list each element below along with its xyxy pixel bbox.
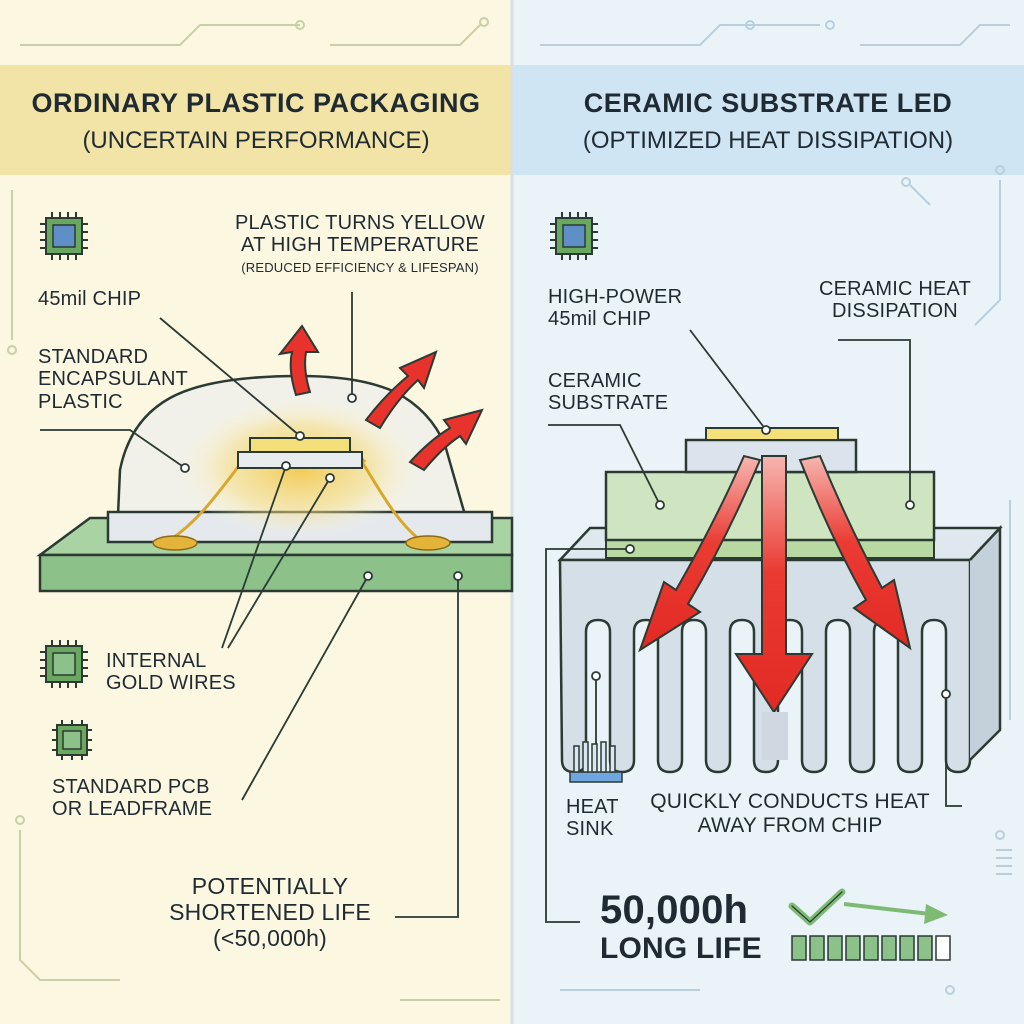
solder-pad-left bbox=[152, 535, 198, 551]
conducts-line1: QUICKLY CONDUCTS HEAT bbox=[650, 790, 930, 813]
left-subtitle: (UNCERTAIN PERFORMANCE) bbox=[82, 127, 430, 154]
heat-trail bbox=[762, 712, 788, 760]
gold-wires-line2: GOLD WIRES bbox=[106, 672, 236, 695]
solder-pad-right bbox=[405, 535, 451, 551]
right-title: CERAMIC SUBSTRATE LED bbox=[583, 88, 953, 118]
chip-icon bbox=[40, 640, 88, 688]
left-life-line2: SHORTENED LIFE bbox=[169, 898, 371, 925]
long-life-label: LONG LIFE bbox=[600, 932, 762, 965]
chip-icon bbox=[40, 212, 88, 260]
left-header: ORDINARY PLASTIC PACKAGING (UNCERTAIN PE… bbox=[0, 88, 512, 155]
encapsulant-line1: STANDARD bbox=[38, 346, 149, 368]
left-chip-label: 45mil CHIP bbox=[38, 288, 142, 310]
left-header-band bbox=[0, 65, 512, 175]
encapsulant-line2: ENCAPSULANT bbox=[38, 368, 189, 391]
left-circuit-traces bbox=[7, 17, 500, 1001]
left-callout-lines bbox=[40, 292, 463, 918]
plastic-yellow-line3: (REDUCED EFFICIENCY & LIFESPAN) bbox=[241, 259, 479, 275]
heat-arrow-icon bbox=[364, 350, 438, 430]
heat-arrow-icon bbox=[277, 324, 320, 397]
right-trace-ticks bbox=[996, 849, 1012, 875]
pcb-label: STANDARD PCB OR LEADFRAME bbox=[52, 776, 212, 821]
ceramic-heat-label: CERAMIC HEAT DISSIPATION bbox=[800, 278, 990, 323]
heat-sink-line1: HEAT bbox=[566, 796, 619, 818]
right-chip-line2: 45mil CHIP bbox=[548, 308, 652, 331]
plastic-yellow-callout: PLASTIC TURNS YELLOW AT HIGH TEMPERATURE… bbox=[215, 212, 505, 275]
encapsulant-label: STANDARD ENCAPSULANT PLASTIC bbox=[38, 346, 188, 413]
right-header-band bbox=[512, 65, 1024, 175]
heat-arrow-icon bbox=[408, 408, 484, 472]
heat-arrow-icon bbox=[798, 454, 912, 651]
right-subtitle: (OPTIMIZED HEAT DISSIPATION) bbox=[582, 127, 954, 154]
heat-sink-icon bbox=[569, 741, 623, 783]
heat-arrow-icon bbox=[638, 454, 762, 653]
ceramic-substrate-label: CERAMIC SUBSTRATE bbox=[548, 370, 668, 415]
left-life-label: POTENTIALLY SHORTENED LIFE (<50,000h) bbox=[150, 873, 390, 951]
ceramic-substrate-line2: SUBSTRATE bbox=[548, 392, 669, 415]
plastic-yellow-line1: PLASTIC TURNS YELLOW bbox=[235, 212, 485, 234]
heat-sink-line2: SINK bbox=[566, 818, 614, 841]
ceramic-substrate-line1: CERAMIC bbox=[548, 370, 642, 392]
encapsulant-line3: PLASTIC bbox=[38, 390, 123, 413]
heat-arrow-icon bbox=[734, 455, 814, 714]
chip-icon bbox=[550, 212, 598, 260]
pcb-line2: OR LEADFRAME bbox=[52, 798, 213, 821]
left-life-line3: (<50,000h) bbox=[213, 924, 327, 951]
left-title: ORDINARY PLASTIC PACKAGING bbox=[31, 88, 481, 118]
ceramic-heat-line2: DISSIPATION bbox=[832, 300, 958, 323]
right-chip-label: HIGH-POWER 45mil CHIP bbox=[548, 286, 682, 331]
right-header: CERAMIC SUBSTRATE LED (OPTIMIZED HEAT DI… bbox=[512, 88, 1024, 155]
right-chip-line1: HIGH-POWER bbox=[548, 286, 683, 308]
heat-sink-label: HEAT SINK bbox=[566, 796, 619, 841]
right-chip bbox=[705, 427, 839, 441]
plastic-yellow-line2: AT HIGH TEMPERATURE bbox=[241, 234, 479, 257]
battery-icon bbox=[791, 935, 951, 961]
gold-wires-label: INTERNAL GOLD WIRES bbox=[106, 650, 236, 695]
conducts-label: QUICKLY CONDUCTS HEAT AWAY FROM CHIP bbox=[640, 790, 940, 837]
long-life-hours: 50,000h bbox=[600, 888, 749, 932]
left-chip-base bbox=[237, 451, 363, 469]
ceramic-heat-line1: CERAMIC HEAT bbox=[818, 278, 972, 300]
left-life-line1: POTENTIALLY bbox=[191, 873, 349, 899]
right-circuit-traces bbox=[540, 20, 1011, 995]
checkmark-icon bbox=[788, 888, 846, 926]
gold-wires-line1: INTERNAL bbox=[106, 650, 207, 672]
chip-icon bbox=[52, 720, 92, 760]
pcb-line1: STANDARD PCB bbox=[52, 776, 210, 798]
trend-arrow-icon bbox=[843, 902, 948, 924]
conducts-line2: AWAY FROM CHIP bbox=[697, 813, 883, 837]
